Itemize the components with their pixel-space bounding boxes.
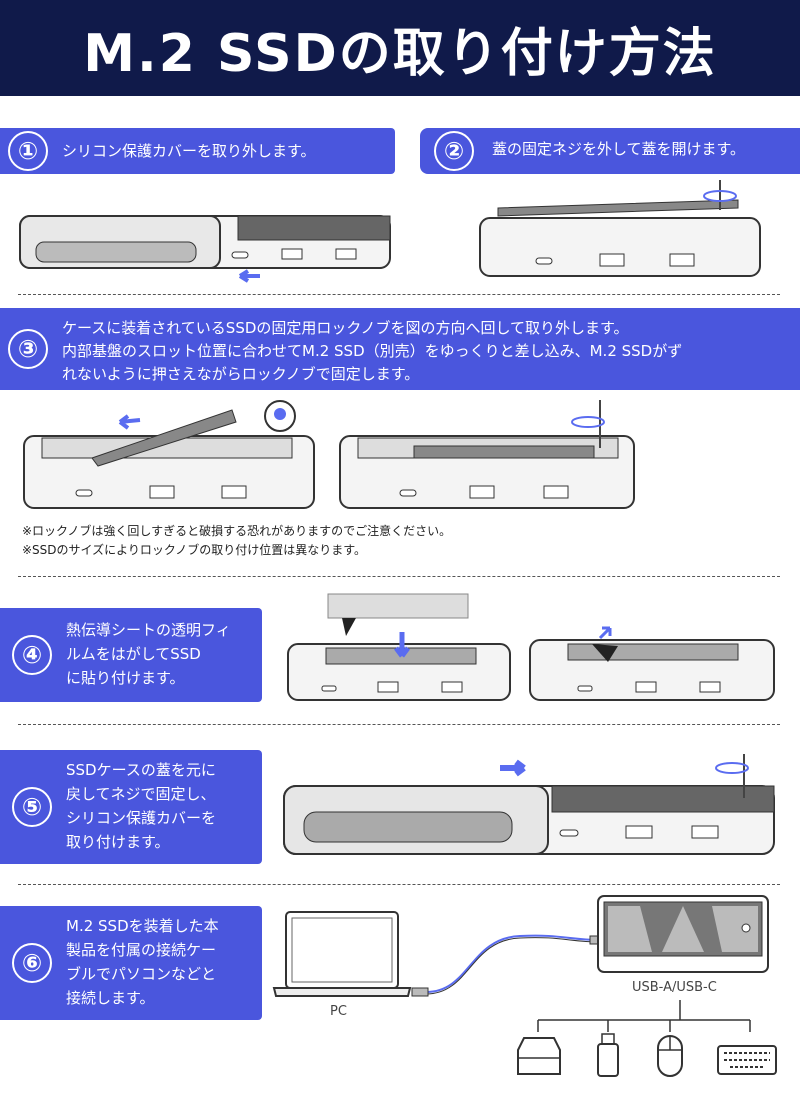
usb-a-port-2 xyxy=(691,825,719,839)
caution-note-2: ※SSDのサイズによりロックノブの取り付け位置は異なります。 xyxy=(22,543,367,557)
step-4-text-line-1: 熱伝導シートの透明フィ xyxy=(66,621,231,639)
divider-2 xyxy=(18,576,780,577)
step-5-text-line-4: 取り付けます。 xyxy=(66,833,170,851)
step-1-banner: ① シリコン保護カバーを取り外します。 xyxy=(0,128,395,174)
usb-c-port xyxy=(321,685,337,692)
step-6-text-line-4: 接続します。 xyxy=(66,989,155,1007)
usb-a-port-1 xyxy=(149,485,175,499)
cable-connector-pc xyxy=(411,987,429,997)
usb-c-port xyxy=(577,685,593,692)
usb-type-label: USB-A/USB-C xyxy=(632,980,717,995)
step-1-illustration xyxy=(19,215,391,283)
usb-a-port-1 xyxy=(625,825,653,839)
heatsink-lid xyxy=(551,785,775,813)
usb-c-port xyxy=(231,251,249,259)
usb-a-port-1 xyxy=(377,681,399,693)
usb-a-port-2 xyxy=(221,485,247,499)
step-4-text-line-3: に貼り付けます。 xyxy=(66,669,185,687)
divider-4 xyxy=(18,884,780,885)
vent-grille xyxy=(303,811,513,843)
usb-c-port xyxy=(535,257,553,265)
step-6-banner: ⑥ M.2 SSDを装着した本 製品を付属の接続ケー ブルでパソコンなどと 接続… xyxy=(0,906,262,1020)
screw-rotate-icon xyxy=(715,762,749,774)
thermal-sheet xyxy=(327,593,469,619)
step-3-number: ③ xyxy=(8,329,48,369)
hdd-icon xyxy=(517,1037,561,1075)
pc-label: PC xyxy=(330,1004,347,1019)
page-header: M.2 SSDの取り付け方法 xyxy=(0,0,800,96)
step-3-illustration-left xyxy=(23,400,315,509)
arrow-icon xyxy=(118,414,141,430)
divider-1 xyxy=(18,294,780,295)
step-5-text-line-2: 戻してネジで固定し、 xyxy=(66,785,216,803)
screw-rotate-icon xyxy=(703,190,737,202)
keyboard-icon xyxy=(717,1045,777,1075)
arrow-icon xyxy=(238,269,260,283)
page-title: M.2 SSDの取り付け方法 xyxy=(83,23,717,84)
arrow-icon xyxy=(394,632,410,658)
ssd-stick xyxy=(413,445,595,459)
step-5-text-line-1: SSDケースの蓋を元に xyxy=(66,761,216,779)
step-5-illustration xyxy=(283,754,775,855)
usb-a-port-1 xyxy=(599,253,625,267)
screw-rotate-icon xyxy=(571,416,605,428)
arrow-icon xyxy=(598,626,612,640)
step-4-illustration-left xyxy=(287,593,511,701)
step-6-text-line-1: M.2 SSDを装着した本 xyxy=(66,917,219,935)
usb-a-port-2 xyxy=(441,681,463,693)
usb-a-port-1 xyxy=(281,248,303,260)
divider-3 xyxy=(18,724,780,725)
step-3-banner: ③ ケースに装着されているSSDの固定用ロックノブを図の方向へ回して取り外します… xyxy=(0,308,800,390)
usb-c-port xyxy=(75,489,93,497)
step-3-text-line-1: ケースに装着されているSSDの固定用ロックノブを図の方向へ回して取り外します。 xyxy=(62,319,629,337)
usb-stick-icon xyxy=(597,1033,619,1077)
step-2-number: ② xyxy=(434,131,474,171)
heatsink-lid xyxy=(237,215,391,241)
usb-a-port-2 xyxy=(699,681,721,693)
ssd-stick xyxy=(91,409,237,467)
step-1-text: シリコン保護カバーを取り外します。 xyxy=(62,142,316,160)
usb-a-port-1 xyxy=(469,485,495,499)
ssd-enclosure-device xyxy=(597,895,769,973)
step-4-illustration-right xyxy=(529,626,775,701)
step-3-text-line-3: れないように押さえながらロックノブで固定します。 xyxy=(62,365,420,383)
usb-cable xyxy=(411,934,605,997)
step-4-number: ④ xyxy=(12,635,52,675)
usb-a-port-1 xyxy=(635,681,657,693)
device-tree xyxy=(517,1000,777,1077)
arrow-icon xyxy=(500,759,526,777)
step-5-banner: ⑤ SSDケースの蓋を元に 戻してネジで固定し、 シリコン保護カバーを 取り付け… xyxy=(0,750,262,864)
open-lid xyxy=(497,199,739,217)
usb-a-port-2 xyxy=(335,248,357,260)
usb-a-port-2 xyxy=(669,253,695,267)
step-6-text-line-2: 製品を付属の接続ケー xyxy=(66,941,217,959)
step-3-illustration-right xyxy=(339,400,635,509)
step-3-text-line-2: 内部基盤のスロット位置に合わせてM.2 SSD（別売）をゆっくりと差し込み、M.… xyxy=(62,342,683,360)
step-2-text: 蓋の固定ネジを外して蓋を開けます。 xyxy=(492,140,746,158)
step-1-number: ① xyxy=(8,131,48,171)
step-2-banner: ② 蓋の固定ネジを外して蓋を開けます。 xyxy=(420,128,800,174)
laptop-icon xyxy=(272,911,412,997)
vent-grille xyxy=(35,241,197,263)
usb-c-port xyxy=(559,829,579,837)
usb-c-port xyxy=(399,489,417,497)
usb-a-port-2 xyxy=(543,485,569,499)
case-body xyxy=(479,217,761,277)
step-4-text-line-2: ルムをはがしてSSD xyxy=(66,645,201,663)
step-5-number: ⑤ xyxy=(12,787,52,827)
step-4-banner: ④ 熱伝導シートの透明フィ ルムをはがしてSSD に貼り付けます。 xyxy=(0,608,262,702)
caution-note-1: ※ロックノブは強く回しすぎると破損する恐れがありますのでご注意ください。 xyxy=(22,524,452,538)
step-6-number: ⑥ xyxy=(12,943,52,983)
step-5-text-line-3: シリコン保護カバーを xyxy=(66,809,217,827)
step-6-text-line-3: ブルでパソコンなどと xyxy=(66,965,217,983)
mouse-icon xyxy=(657,1035,683,1077)
step-2-illustration xyxy=(479,180,761,277)
